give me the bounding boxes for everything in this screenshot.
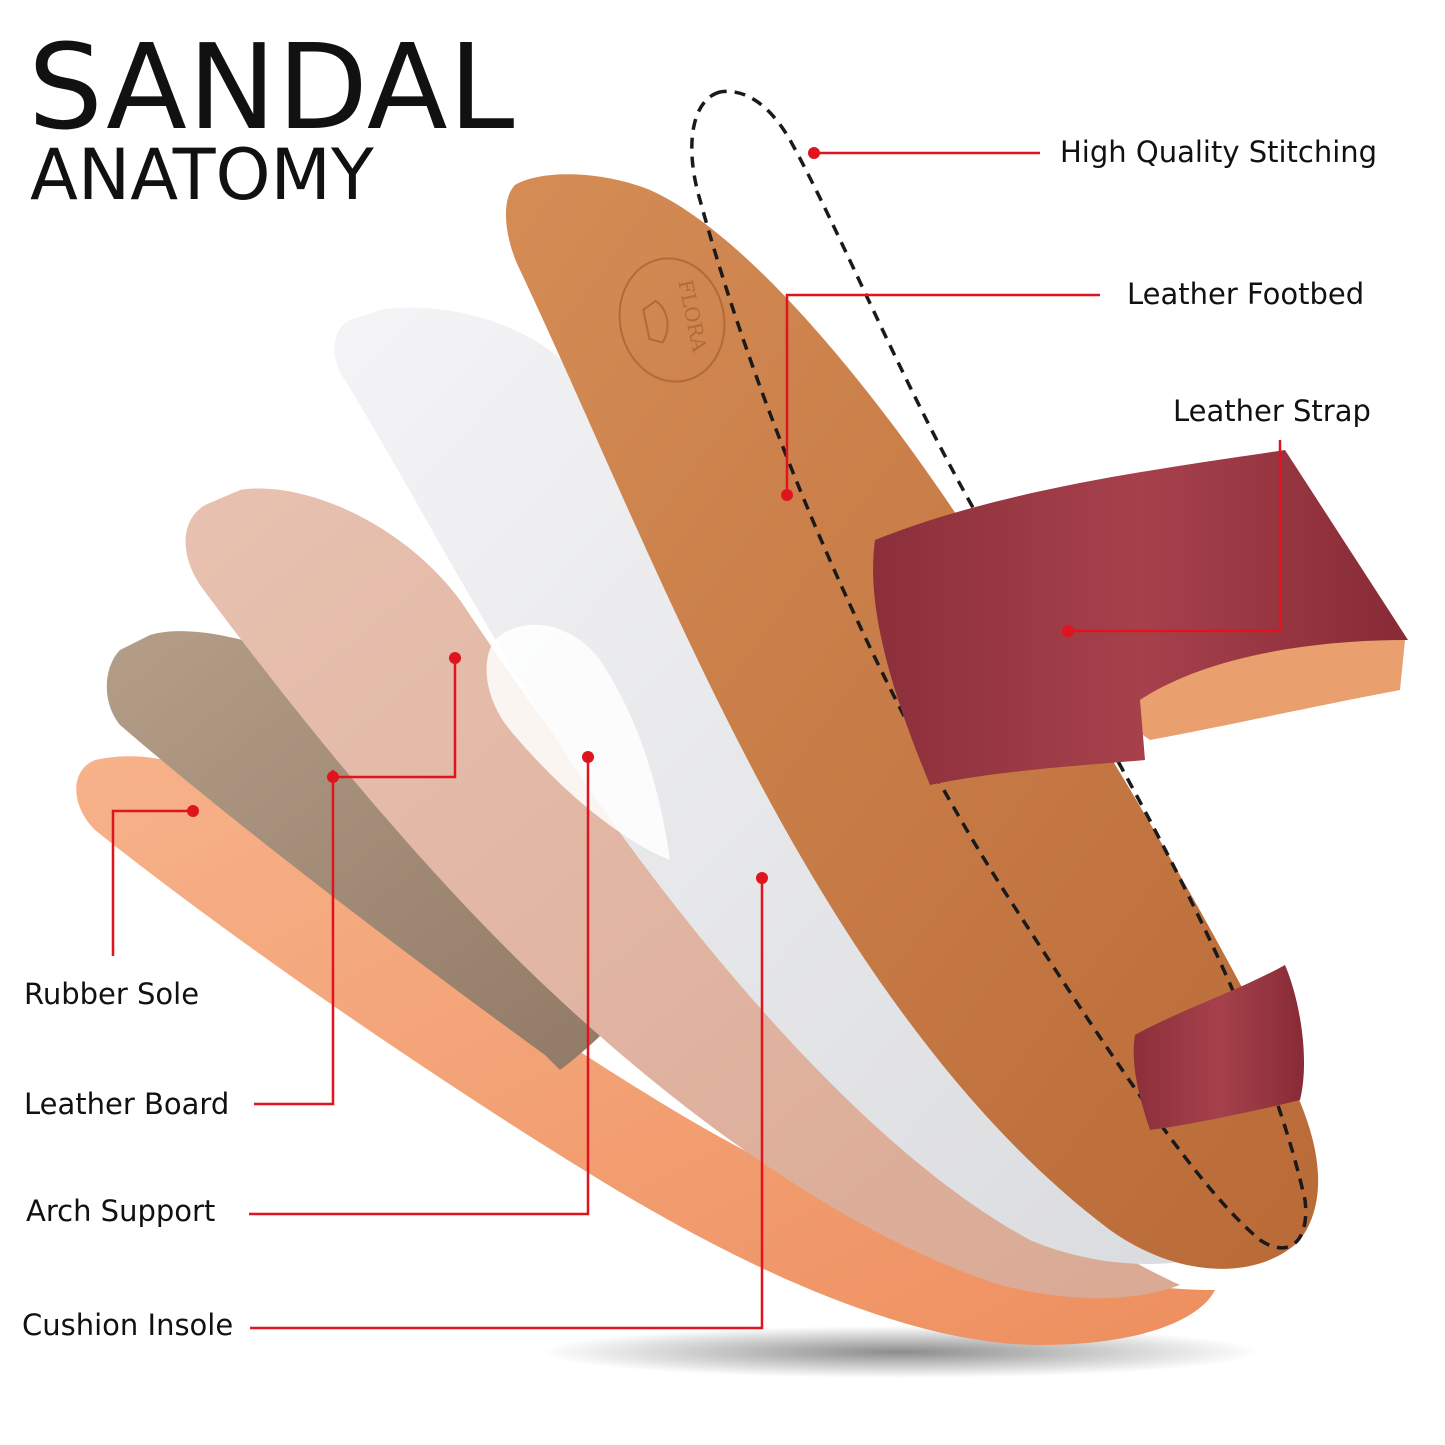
dot-footbed <box>781 489 793 501</box>
dot-cushion <box>449 652 461 664</box>
title-line-1: SANDAL <box>28 18 516 156</box>
label-arch-support: Arch Support <box>26 1194 216 1228</box>
leader-rubber-sole <box>111 809 193 956</box>
label-strap: Leather Strap <box>1173 394 1371 428</box>
label-rubber-sole: Rubber Sole <box>24 977 200 1011</box>
leather-strap-band <box>873 450 1408 785</box>
label-footbed: Leather Footbed <box>1127 277 1365 311</box>
dot-arch-support <box>582 751 594 763</box>
label-leather-board: Leather Board <box>24 1087 230 1121</box>
leader-footbed <box>785 293 1100 495</box>
leader-lines <box>111 151 1282 1330</box>
dot-strap <box>1062 625 1074 637</box>
ground-shadow <box>540 1326 1260 1378</box>
title-line-2: ANATOMY <box>30 134 374 216</box>
leader-strap <box>1068 440 1282 633</box>
label-stitching: High Quality Stitching <box>1060 135 1378 169</box>
toe-strap <box>1133 965 1305 1130</box>
leader-cushion-insole <box>250 878 764 1330</box>
dot-stitching <box>808 147 820 159</box>
dot-leather-board <box>327 771 339 783</box>
stitching-dashed-line <box>690 89 1308 1250</box>
leader-arch-support <box>249 757 590 1216</box>
leader-dots <box>187 147 1074 884</box>
label-cushion-insole: Cushion Insole <box>22 1308 234 1342</box>
arch-support-raised-pad <box>486 624 670 860</box>
dot-cushion-insole <box>756 872 768 884</box>
dot-rubber-sole <box>187 805 199 817</box>
